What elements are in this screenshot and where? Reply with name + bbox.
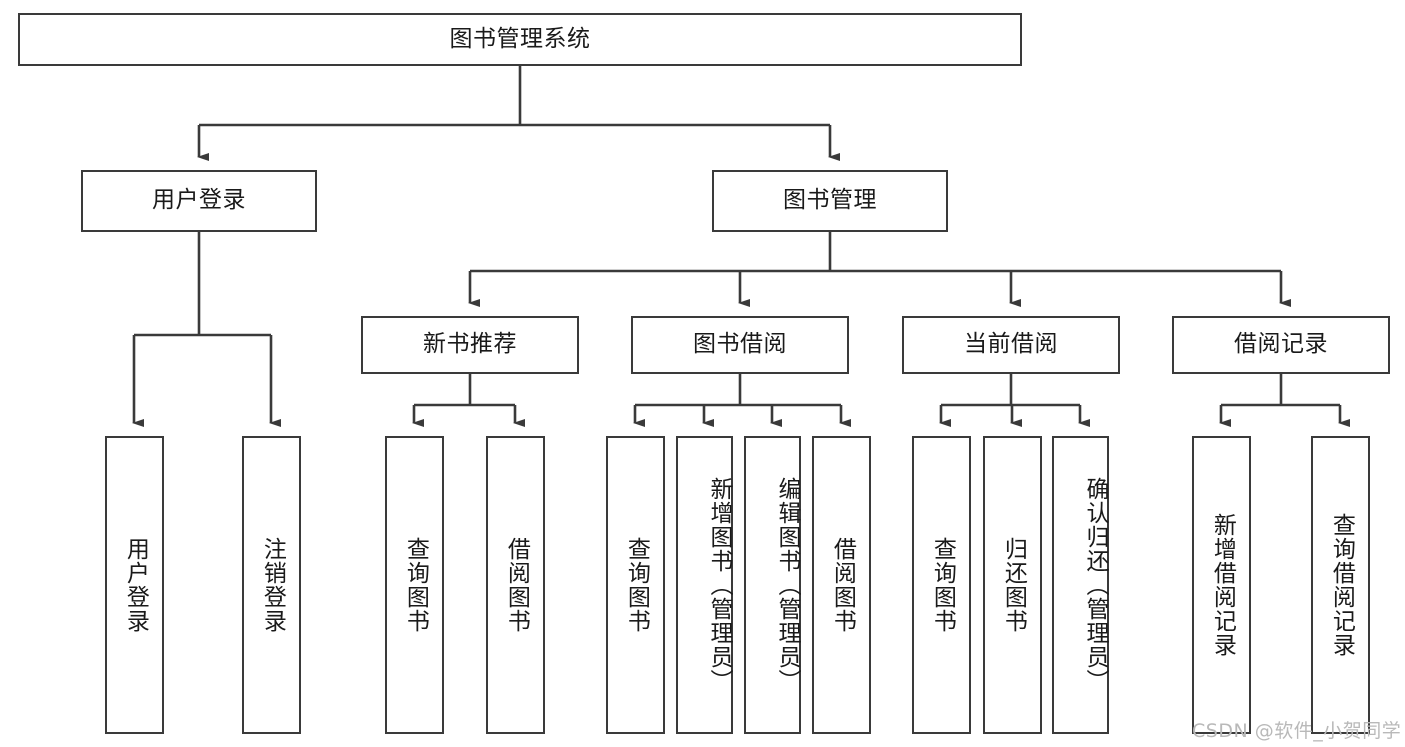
node-root-system[interactable]: 图书管理系统 (18, 13, 1022, 66)
node-user-login[interactable]: 用户登录 (81, 170, 317, 232)
node-leaf-edit-book-admin[interactable]: 编辑图书（管理员） (744, 436, 801, 734)
node-leaf-query-book-2[interactable]: 查询图书 (606, 436, 665, 734)
node-leaf-borrow-book-2[interactable]: 借阅图书 (812, 436, 871, 734)
node-leaf-add-book-admin[interactable]: 新增图书（管理员） (676, 436, 733, 734)
node-leaf-user-login[interactable]: 用户登录 (105, 436, 164, 734)
node-leaf-add-borrow-record[interactable]: 新增借阅记录 (1192, 436, 1251, 734)
node-leaf-logout-login[interactable]: 注销登录 (242, 436, 301, 734)
node-leaf-query-book-3[interactable]: 查询图书 (912, 436, 971, 734)
node-book-borrow[interactable]: 图书借阅 (631, 316, 849, 374)
node-leaf-query-book-1[interactable]: 查询图书 (385, 436, 444, 734)
node-leaf-query-borrow-record[interactable]: 查询借阅记录 (1311, 436, 1370, 734)
edges-group (132, 66, 1350, 427)
node-leaf-return-book[interactable]: 归还图书 (983, 436, 1042, 734)
node-borrow-record[interactable]: 借阅记录 (1172, 316, 1390, 374)
node-book-manage[interactable]: 图书管理 (712, 170, 948, 232)
node-leaf-borrow-book-1[interactable]: 借阅图书 (486, 436, 545, 734)
csdn-watermark: CSDN @软件_小贺同学 (1192, 720, 1402, 742)
node-current-borrow[interactable]: 当前借阅 (902, 316, 1120, 374)
node-new-book-recommend[interactable]: 新书推荐 (361, 316, 579, 374)
node-leaf-confirm-return-admin[interactable]: 确认归还（管理员） (1052, 436, 1109, 734)
